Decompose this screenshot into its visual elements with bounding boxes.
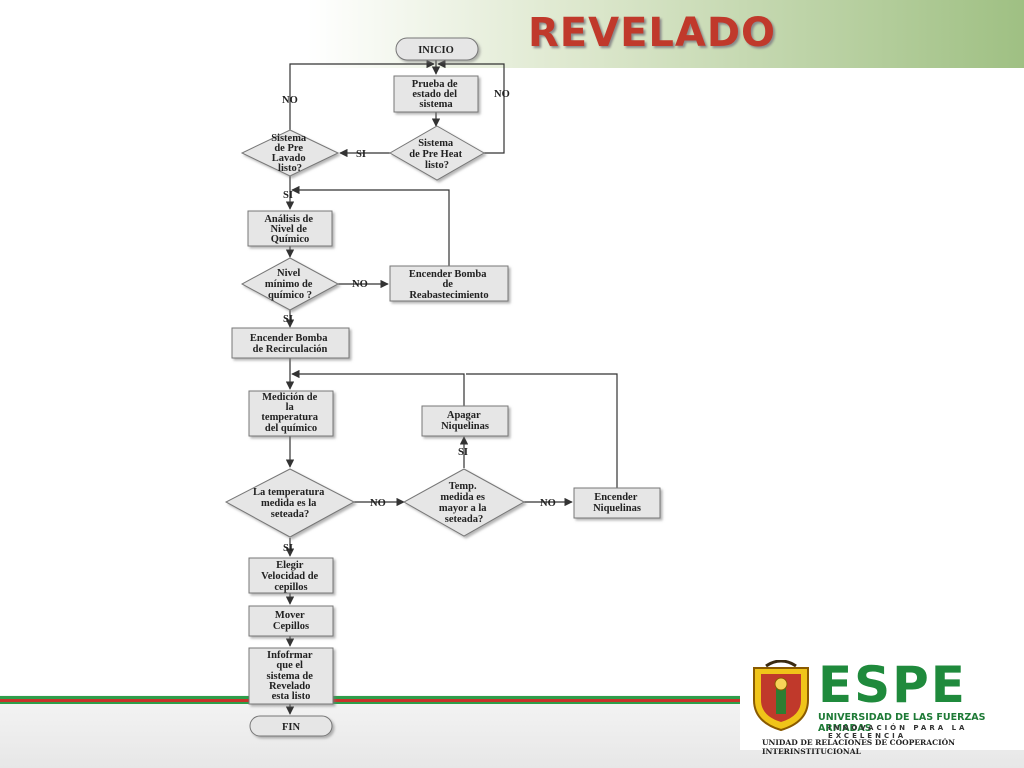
- node-bomba-reab: [389, 265, 509, 302]
- text-dec-prelavado: Sistema de Pre Lavado listo?: [271, 133, 309, 174]
- label-no-nivel: NO: [352, 279, 368, 290]
- text-dec-preheat: Sistema de Pre Heat listo?: [409, 138, 465, 171]
- text-encender-niq: Encender Niquelinas: [593, 492, 641, 514]
- conn-apagar-loop: [291, 369, 465, 406]
- node-prueba: [393, 75, 479, 113]
- node-dec-temp-mayor: [402, 468, 526, 537]
- header-bar: [0, 0, 1024, 68]
- text-prueba: Prueba de estado del sistema: [412, 79, 460, 110]
- conn-bomba-reab-loop: [291, 185, 450, 266]
- node-mover: [248, 605, 334, 637]
- conn-preheat-no-loop: [437, 59, 505, 154]
- node-dec-prelavado: [240, 129, 340, 177]
- slide-title: REVELADO: [528, 10, 777, 56]
- label-no-temp-seteada: NO: [370, 498, 386, 509]
- label-no-prelavado: NO: [282, 95, 298, 106]
- node-dec-temp-seteada: [224, 468, 356, 538]
- node-inicio: [395, 37, 479, 61]
- label-si-temp-seteada: SI: [283, 543, 293, 554]
- text-analisis: Análisis de Nivel de Químico: [264, 214, 315, 245]
- text-fin: FIN: [282, 722, 301, 733]
- node-encender-niq: [573, 487, 661, 519]
- text-apagar: Apagar Niquelinas: [441, 410, 489, 432]
- conn-prelavado-no-loop: [289, 59, 435, 130]
- logo-motto: INNOVACIÓN PARA LA EXCELENCIA: [828, 724, 968, 740]
- label-no-preheat: NO: [494, 89, 510, 100]
- text-velocidad: Elegir Velocidad de cepillos: [261, 560, 321, 593]
- text-bomba-reab: Encender Bomba de Reabastecimiento: [409, 269, 489, 301]
- logo-espe: ESPE: [818, 656, 967, 714]
- text-dec-nivel: Nivel mínimo de químico ?: [265, 268, 315, 301]
- footer-stripe-green: [0, 696, 748, 699]
- footer-stripe-green2: [0, 702, 748, 704]
- text-medicion: Medición de la temperatura del químico: [261, 392, 320, 434]
- logo-unit: UNIDAD DE RELACIONES DE COOPERACIÓN INTE…: [762, 738, 955, 756]
- text-mover: Mover Cepillos: [273, 610, 309, 632]
- node-dec-preheat: [388, 125, 486, 181]
- text-informar: Infofrmar que el sistema de Revelado est…: [267, 650, 316, 702]
- text-bomba-recirc: Encender Bomba de Recirculación: [250, 333, 330, 355]
- node-bomba-recirc: [231, 327, 350, 359]
- label-si-nivel: SI: [283, 314, 293, 325]
- text-dec-temp-mayor: Temp. medida es mayor a la seteada?: [439, 481, 489, 525]
- logo-university: UNIVERSIDAD DE LAS FUERZAS ARMADAS: [818, 712, 986, 734]
- node-fin: [249, 715, 333, 737]
- node-medicion: [248, 390, 334, 437]
- text-inicio: INICIO: [418, 45, 454, 56]
- node-velocidad: [248, 557, 334, 594]
- node-analisis: [247, 210, 333, 247]
- node-dec-nivel: [240, 257, 340, 311]
- label-no-temp-mayor: NO: [540, 498, 556, 509]
- footer-stripe-red: [0, 699, 748, 702]
- label-si-prelavado: SI: [283, 190, 293, 201]
- node-apagar: [421, 405, 509, 437]
- node-informar: [248, 647, 334, 705]
- label-si-preheat: SI: [356, 149, 366, 160]
- conn-encender-loop: [466, 373, 618, 488]
- university-crest-icon: [753, 660, 809, 732]
- label-si-temp-mayor: SI: [458, 447, 468, 458]
- text-dec-temp-seteada: La temperatura medida es la seteada?: [253, 487, 327, 520]
